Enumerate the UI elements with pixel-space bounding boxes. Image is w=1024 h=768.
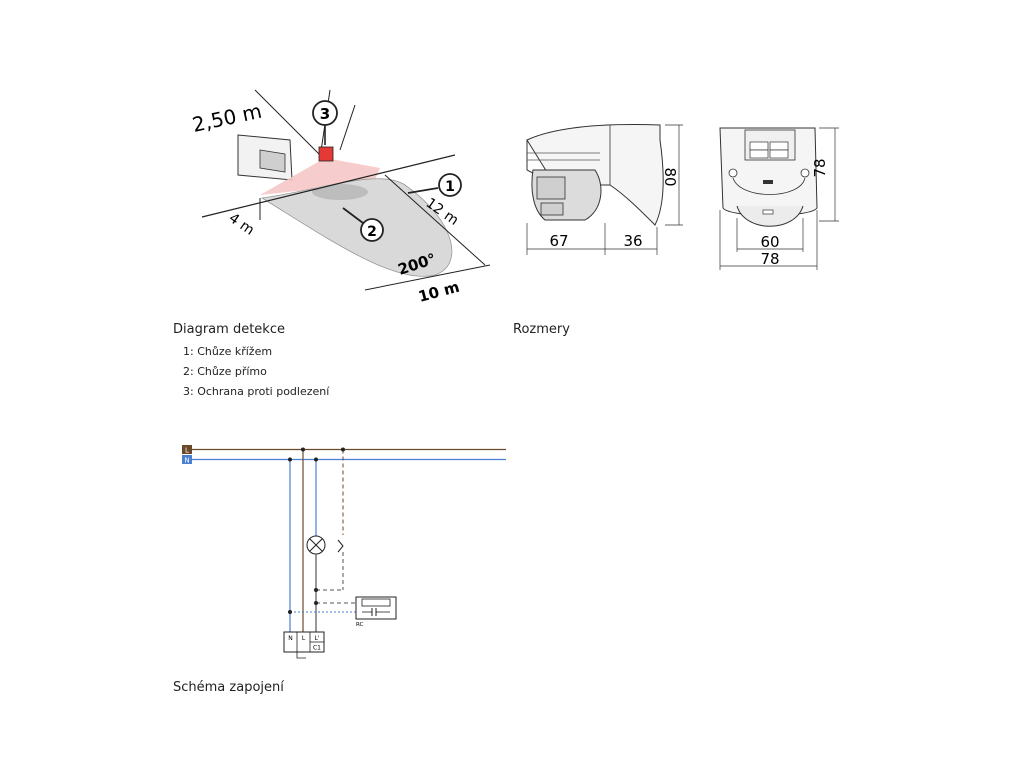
dim-side-width-b: 36 bbox=[623, 232, 642, 250]
terminal-l: L bbox=[302, 635, 306, 642]
wiring-caption: Schéma zapojení bbox=[173, 680, 284, 695]
dimensions-caption: Rozmery bbox=[513, 322, 570, 337]
marker-3-label: 3 bbox=[320, 105, 330, 123]
wiring-diagram: L N RC N L L' C1 bbox=[182, 445, 506, 659]
sensor-box bbox=[318, 146, 334, 162]
legend-item-3: 3: Ochrana proti podlezení bbox=[183, 385, 330, 398]
terminal-c1: C1 bbox=[313, 645, 321, 652]
side-label: 4 m bbox=[226, 210, 257, 239]
legend-item-1: 1: Chůze křížem bbox=[183, 345, 273, 358]
front-lens bbox=[736, 205, 804, 227]
dim-front-height: 78 bbox=[811, 158, 829, 177]
rc-label: RC bbox=[356, 622, 364, 628]
marker-1-icon bbox=[438, 173, 462, 197]
dim-front-inner: 60 bbox=[760, 233, 779, 251]
side-view-drawing: 67 36 80 bbox=[526, 124, 683, 255]
bus-neutral-swatch bbox=[182, 455, 192, 464]
screw-left-icon bbox=[728, 168, 738, 178]
detection-caption: Diagram detekce bbox=[173, 322, 285, 337]
dim-side-height: 80 bbox=[661, 167, 679, 186]
detection-diagram: 3 1 2 2,50 m 4 m 12 m 200° 10 m bbox=[190, 89, 491, 306]
center-zone bbox=[312, 184, 368, 200]
under-zone bbox=[260, 158, 380, 195]
screw-right-icon bbox=[800, 168, 810, 178]
terminal-lout: L' bbox=[315, 635, 320, 642]
bus-live-label: L bbox=[185, 447, 189, 455]
marker-2-icon bbox=[360, 218, 384, 242]
wall-window bbox=[259, 149, 286, 173]
terminal-n: N bbox=[288, 635, 293, 642]
bus-neutral-label: N bbox=[184, 457, 189, 465]
height-label: 2,50 m bbox=[190, 99, 264, 137]
bus-live-swatch bbox=[182, 445, 192, 454]
legend-item-2: 2: Chůze přímo bbox=[183, 365, 267, 378]
dim-front-width: 78 bbox=[760, 250, 779, 268]
dim-side-width-a: 67 bbox=[549, 232, 568, 250]
depth-label: 10 m bbox=[416, 278, 461, 306]
front-view-drawing: 78 60 78 bbox=[719, 127, 839, 270]
marker-2-label: 2 bbox=[367, 224, 377, 240]
marker-1-label: 1 bbox=[445, 179, 455, 195]
switch-icon bbox=[337, 539, 344, 553]
